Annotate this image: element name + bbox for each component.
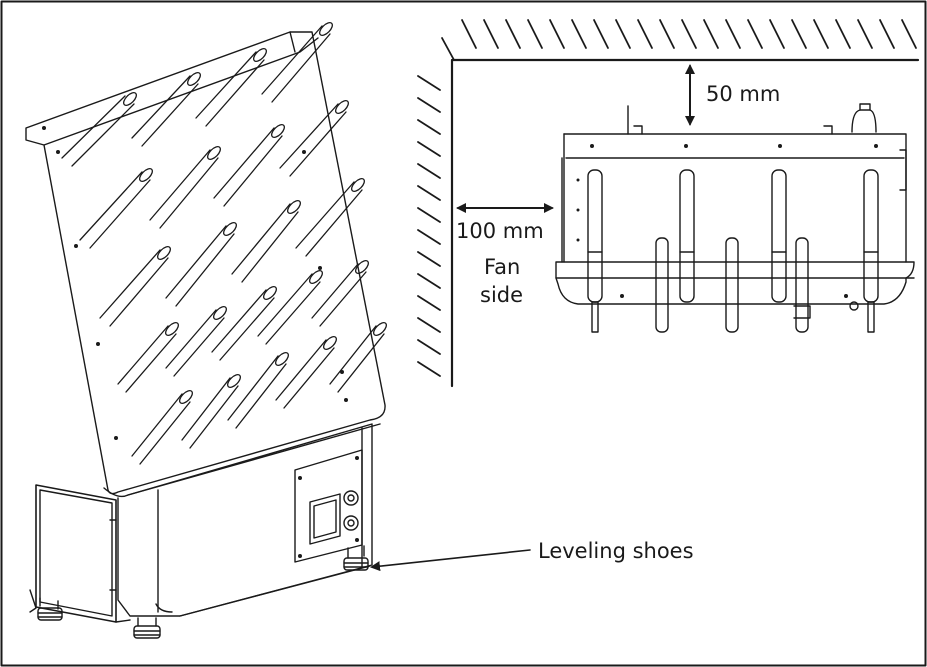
fan-side-label-line1: Fan xyxy=(484,255,520,279)
control-panel xyxy=(294,449,363,563)
fan-side-label-line2: side xyxy=(480,283,523,307)
peg xyxy=(99,246,171,327)
peg xyxy=(211,286,277,361)
leveling-foot xyxy=(37,597,63,621)
peg xyxy=(295,178,365,257)
control-knob-icon xyxy=(343,490,359,506)
peg xyxy=(195,48,267,127)
peg xyxy=(213,124,285,207)
leveling-foot xyxy=(343,545,369,571)
peg xyxy=(131,72,201,147)
peg xyxy=(275,336,337,409)
side-door xyxy=(35,484,117,623)
clearance-top-label: 50 mm xyxy=(706,82,780,106)
control-knob-icon xyxy=(343,515,359,531)
peg xyxy=(231,200,301,283)
leveling-shoes-label: Leveling shoes xyxy=(538,539,694,563)
peg xyxy=(181,374,241,449)
peg xyxy=(131,390,193,465)
peg xyxy=(149,146,221,229)
peg xyxy=(79,168,153,249)
peg xyxy=(117,322,179,393)
peg xyxy=(261,22,333,103)
peg xyxy=(311,260,369,327)
top-view-pegs xyxy=(587,169,879,333)
peg xyxy=(227,352,289,429)
peg xyxy=(165,306,227,377)
peg xyxy=(329,322,387,393)
peg xyxy=(279,100,349,177)
peg xyxy=(165,222,237,307)
leveling-shoes-leader xyxy=(370,549,531,572)
wall-hatch xyxy=(417,75,441,377)
leveling-foot xyxy=(133,617,161,639)
peg xyxy=(257,270,323,345)
leveling-feet xyxy=(37,545,369,639)
wall-corner xyxy=(417,19,920,388)
unit-top-view xyxy=(555,103,915,333)
panel-holes xyxy=(42,126,348,440)
pegboard-panel xyxy=(25,31,386,495)
ceiling-hatch xyxy=(441,19,917,61)
base-cabinet xyxy=(117,423,373,617)
drying-rack-unit xyxy=(25,22,387,639)
peg xyxy=(61,92,137,167)
clearance-side-label: 100 mm xyxy=(456,219,544,243)
peg-rows xyxy=(61,22,387,465)
